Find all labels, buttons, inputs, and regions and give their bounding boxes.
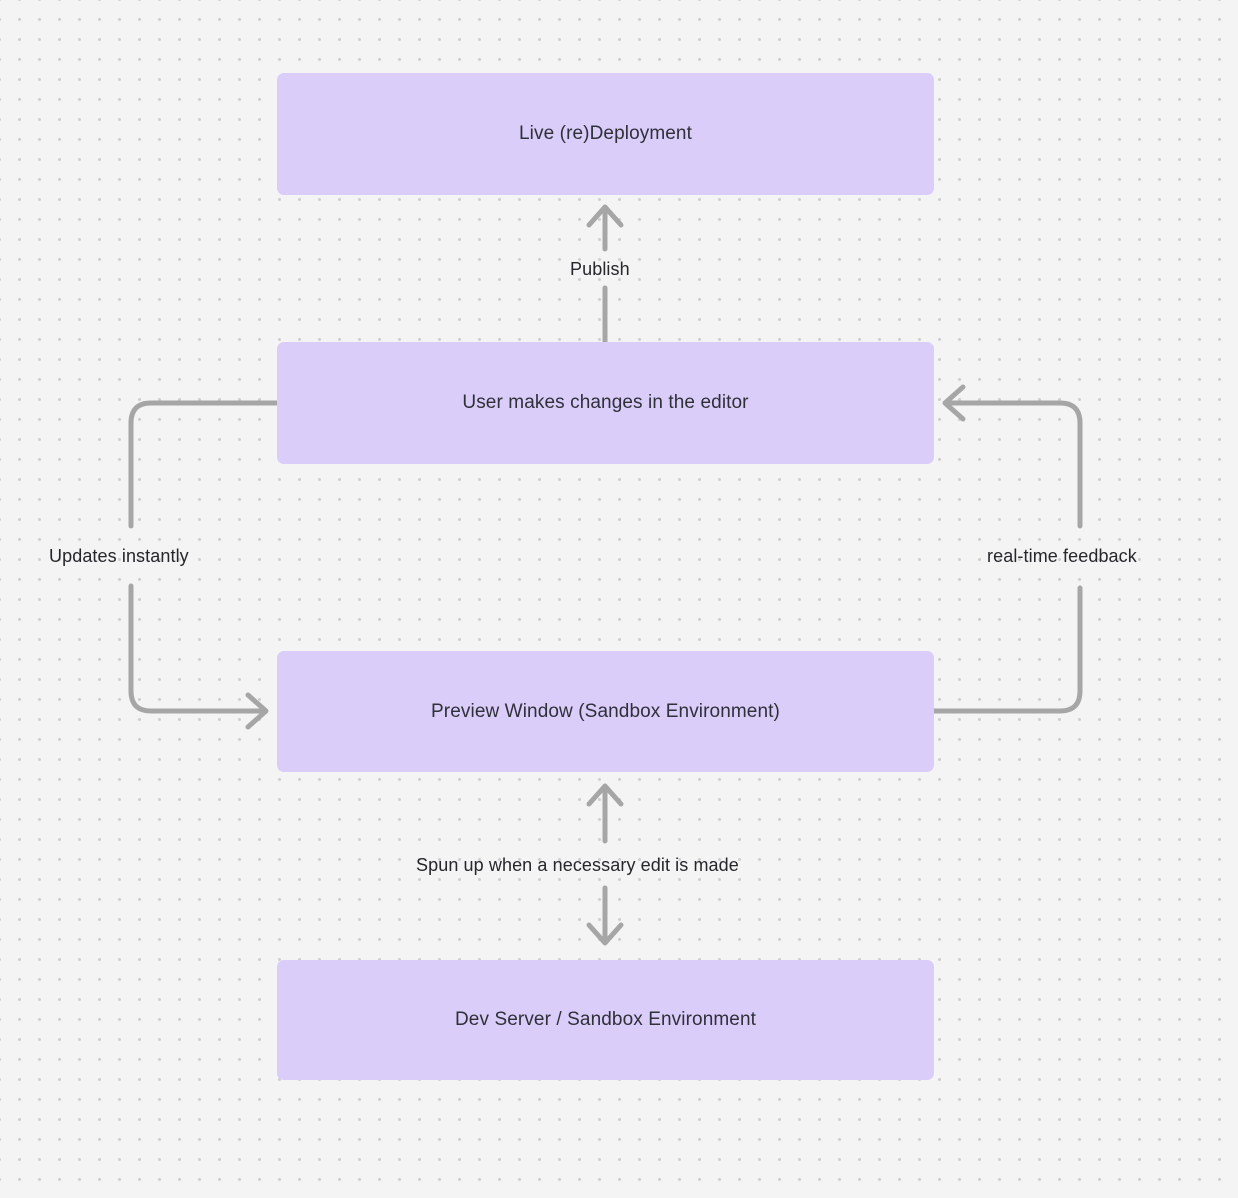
node-user-makes-changes[interactable]: User makes changes in the editor [277, 342, 934, 464]
node-user-makes-changes-label: User makes changes in the editor [462, 392, 749, 414]
node-dev-server-label: Dev Server / Sandbox Environment [454, 1009, 756, 1031]
edge-label-publish: Publish [570, 259, 630, 279]
node-live-redeployment-label: Live (re)Deployment [519, 123, 692, 145]
node-dev-server[interactable]: Dev Server / Sandbox Environment [277, 960, 934, 1080]
edge-label-real-time-feedback: real-time feedback [987, 546, 1137, 566]
node-preview-window-label: Preview Window (Sandbox Environment) [431, 700, 780, 722]
node-preview-window[interactable]: Preview Window (Sandbox Environment) [277, 651, 934, 772]
edge-label-updates-instantly: Updates instantly [49, 546, 189, 566]
node-live-redeployment[interactable]: Live (re)Deployment [277, 73, 934, 195]
edge-label-spun-up: Spun up when a necessary edit is made [416, 855, 739, 875]
